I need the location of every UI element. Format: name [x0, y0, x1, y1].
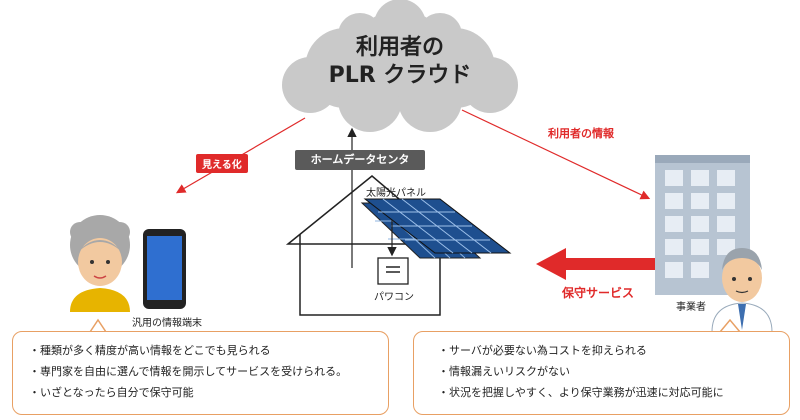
smartphone-icon [143, 229, 186, 309]
user-info-arrow [461, 109, 651, 200]
operator-benefit-item: ・情報漏えいリスクがない [438, 365, 570, 378]
operator-label: 事業者 [676, 302, 706, 313]
user-benefit-item: ・専門家を自由に選んで情報を開示してサービスを受けられる。 [29, 365, 348, 378]
solar-panel-icon [363, 198, 512, 254]
maintenance-service-label: 保守サービス [562, 286, 635, 300]
home-data-center-label: ホームデータセンタ [295, 150, 425, 170]
cloud-title-line1: 利用者の [355, 35, 444, 60]
power-conditioner-label: パワコン [374, 292, 414, 303]
operator-benefit-item: ・サーバが必要ない為コストを抑えられる [438, 344, 647, 357]
power-conditioner-icon [377, 257, 409, 285]
operator-benefits-box: ・サーバが必要ない為コストを抑えられる ・情報漏えいリスクがない ・状況を把握し… [413, 331, 790, 415]
maintenance-arrow [536, 248, 662, 280]
visualize-tag: 見える化 [196, 154, 248, 173]
user-benefit-item: ・いざとなったら自分で保守可能 [29, 386, 194, 399]
solar-panel-label: 太陽光パネル [366, 188, 426, 199]
user-info-label: 利用者の情報 [548, 127, 614, 140]
cloud-title-line2: PLR クラウド [328, 63, 472, 88]
cloud-title: 利用者の PLR クラウド [300, 34, 500, 90]
user-avatar [70, 215, 130, 312]
user-benefit-item: ・種類が多く精度が高い情報をどこでも見られる [29, 344, 271, 357]
operator-benefit-item: ・状況を把握しやすく、より保守業務が迅速に対応可能に [438, 386, 724, 399]
device-label: 汎用の情報端末 [132, 318, 202, 329]
cloud-shape [282, 0, 518, 132]
user-benefits-box: ・種類が多く精度が高い情報をどこでも見られる ・専門家を自由に選んで情報を開示し… [12, 331, 389, 415]
